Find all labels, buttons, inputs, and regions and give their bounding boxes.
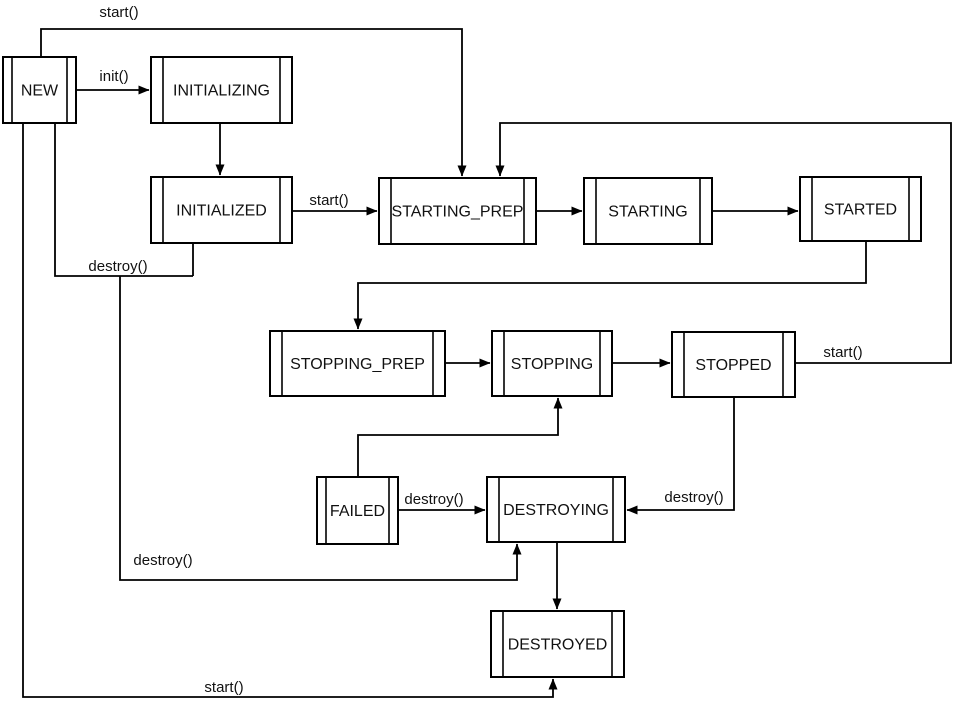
state-starting: STARTING xyxy=(583,177,713,245)
state-new: NEW xyxy=(2,56,77,124)
transition-line-junction-destroy-destroying xyxy=(119,276,522,581)
state-stopping-prep: STOPPING_PREP xyxy=(269,330,446,397)
transition-label-stopped-destroy-destroying: destroy() xyxy=(664,489,723,506)
state-box-initializing xyxy=(150,56,293,124)
state-stopped: STOPPED xyxy=(671,331,796,398)
transition-failed-destroy-destroying: destroy() xyxy=(398,491,486,515)
transition-junction-destroy-destroying: destroy() xyxy=(119,276,522,581)
state-box-stopping-prep xyxy=(269,330,446,397)
transition-new-start-destroyed: start() xyxy=(22,123,558,698)
state-label-stopping-prep: STOPPING_PREP xyxy=(290,356,425,373)
state-box-stopped xyxy=(671,331,796,398)
transition-label-initialized-start-starting-prep: start() xyxy=(309,192,348,209)
state-started: STARTED xyxy=(799,176,922,242)
state-box-stopping xyxy=(491,330,613,397)
transition-started-stopping-prep xyxy=(353,242,867,330)
transition-label-new-start-destroyed: start() xyxy=(204,679,243,696)
transition-label-failed-destroy-destroying: destroy() xyxy=(404,491,463,508)
transition-line-stopped-destroy-destroying xyxy=(626,397,735,515)
transition-new-init-initializing: init() xyxy=(76,68,150,95)
transition-stopped-destroy-destroying: destroy() xyxy=(626,397,735,515)
state-label-destroyed: DESTROYED xyxy=(508,637,608,654)
transition-label-new-init-initializing: init() xyxy=(99,68,128,85)
state-box-failed xyxy=(316,476,399,545)
transition-label-new-start-starting-prep: start() xyxy=(99,4,138,21)
state-label-initialized: INITIALIZED xyxy=(176,203,267,220)
state-label-started: STARTED xyxy=(824,202,897,219)
state-failed: FAILED xyxy=(316,476,399,545)
state-label-stopped: STOPPED xyxy=(695,357,771,374)
state-destroying: DESTROYING xyxy=(486,476,626,543)
state-box-initialized xyxy=(150,176,293,244)
state-box-started xyxy=(799,176,922,242)
transition-line-new-start-starting-prep xyxy=(40,28,467,177)
state-initializing: INITIALIZING xyxy=(150,56,293,124)
transition-label-stopped-start-starting-prep: start() xyxy=(823,344,862,361)
transition-line-stopped-start-starting-prep xyxy=(495,122,952,364)
transition-stopped-start-starting-prep: start() xyxy=(495,122,952,364)
state-starting-prep: STARTING_PREP xyxy=(378,177,537,245)
state-label-initializing: INITIALIZING xyxy=(173,83,270,100)
transition-line-new-destroy-junction xyxy=(54,123,193,277)
transition-line-started-stopping-prep xyxy=(353,242,867,330)
state-initialized: INITIALIZED xyxy=(150,176,293,244)
state-stopping: STOPPING xyxy=(491,330,613,397)
transition-new-start-starting-prep: start() xyxy=(40,4,467,177)
state-label-stopping: STOPPING xyxy=(511,356,593,373)
state-label-failed: FAILED xyxy=(330,503,385,520)
state-label-new: NEW xyxy=(21,83,59,100)
transition-line-failed-stopping xyxy=(357,397,563,477)
state-box-starting-prep xyxy=(378,177,537,245)
transition-initialized-start-starting-prep: start() xyxy=(292,192,378,216)
transition-failed-stopping xyxy=(357,397,563,477)
transition-label-new-destroy-junction: destroy() xyxy=(88,258,147,275)
state-label-starting-prep: STARTING_PREP xyxy=(392,204,524,221)
transition-label-junction-destroy-destroying: destroy() xyxy=(133,552,192,569)
transition-line-new-start-destroyed xyxy=(22,123,558,698)
state-box-destroyed xyxy=(490,610,625,678)
state-destroyed: DESTROYED xyxy=(490,610,625,678)
transition-new-destroy-junction: destroy() xyxy=(54,123,193,277)
state-box-destroying xyxy=(486,476,626,543)
state-box-new xyxy=(2,56,77,124)
state-label-starting: STARTING xyxy=(608,204,687,221)
state-label-destroying: DESTROYING xyxy=(503,502,609,519)
